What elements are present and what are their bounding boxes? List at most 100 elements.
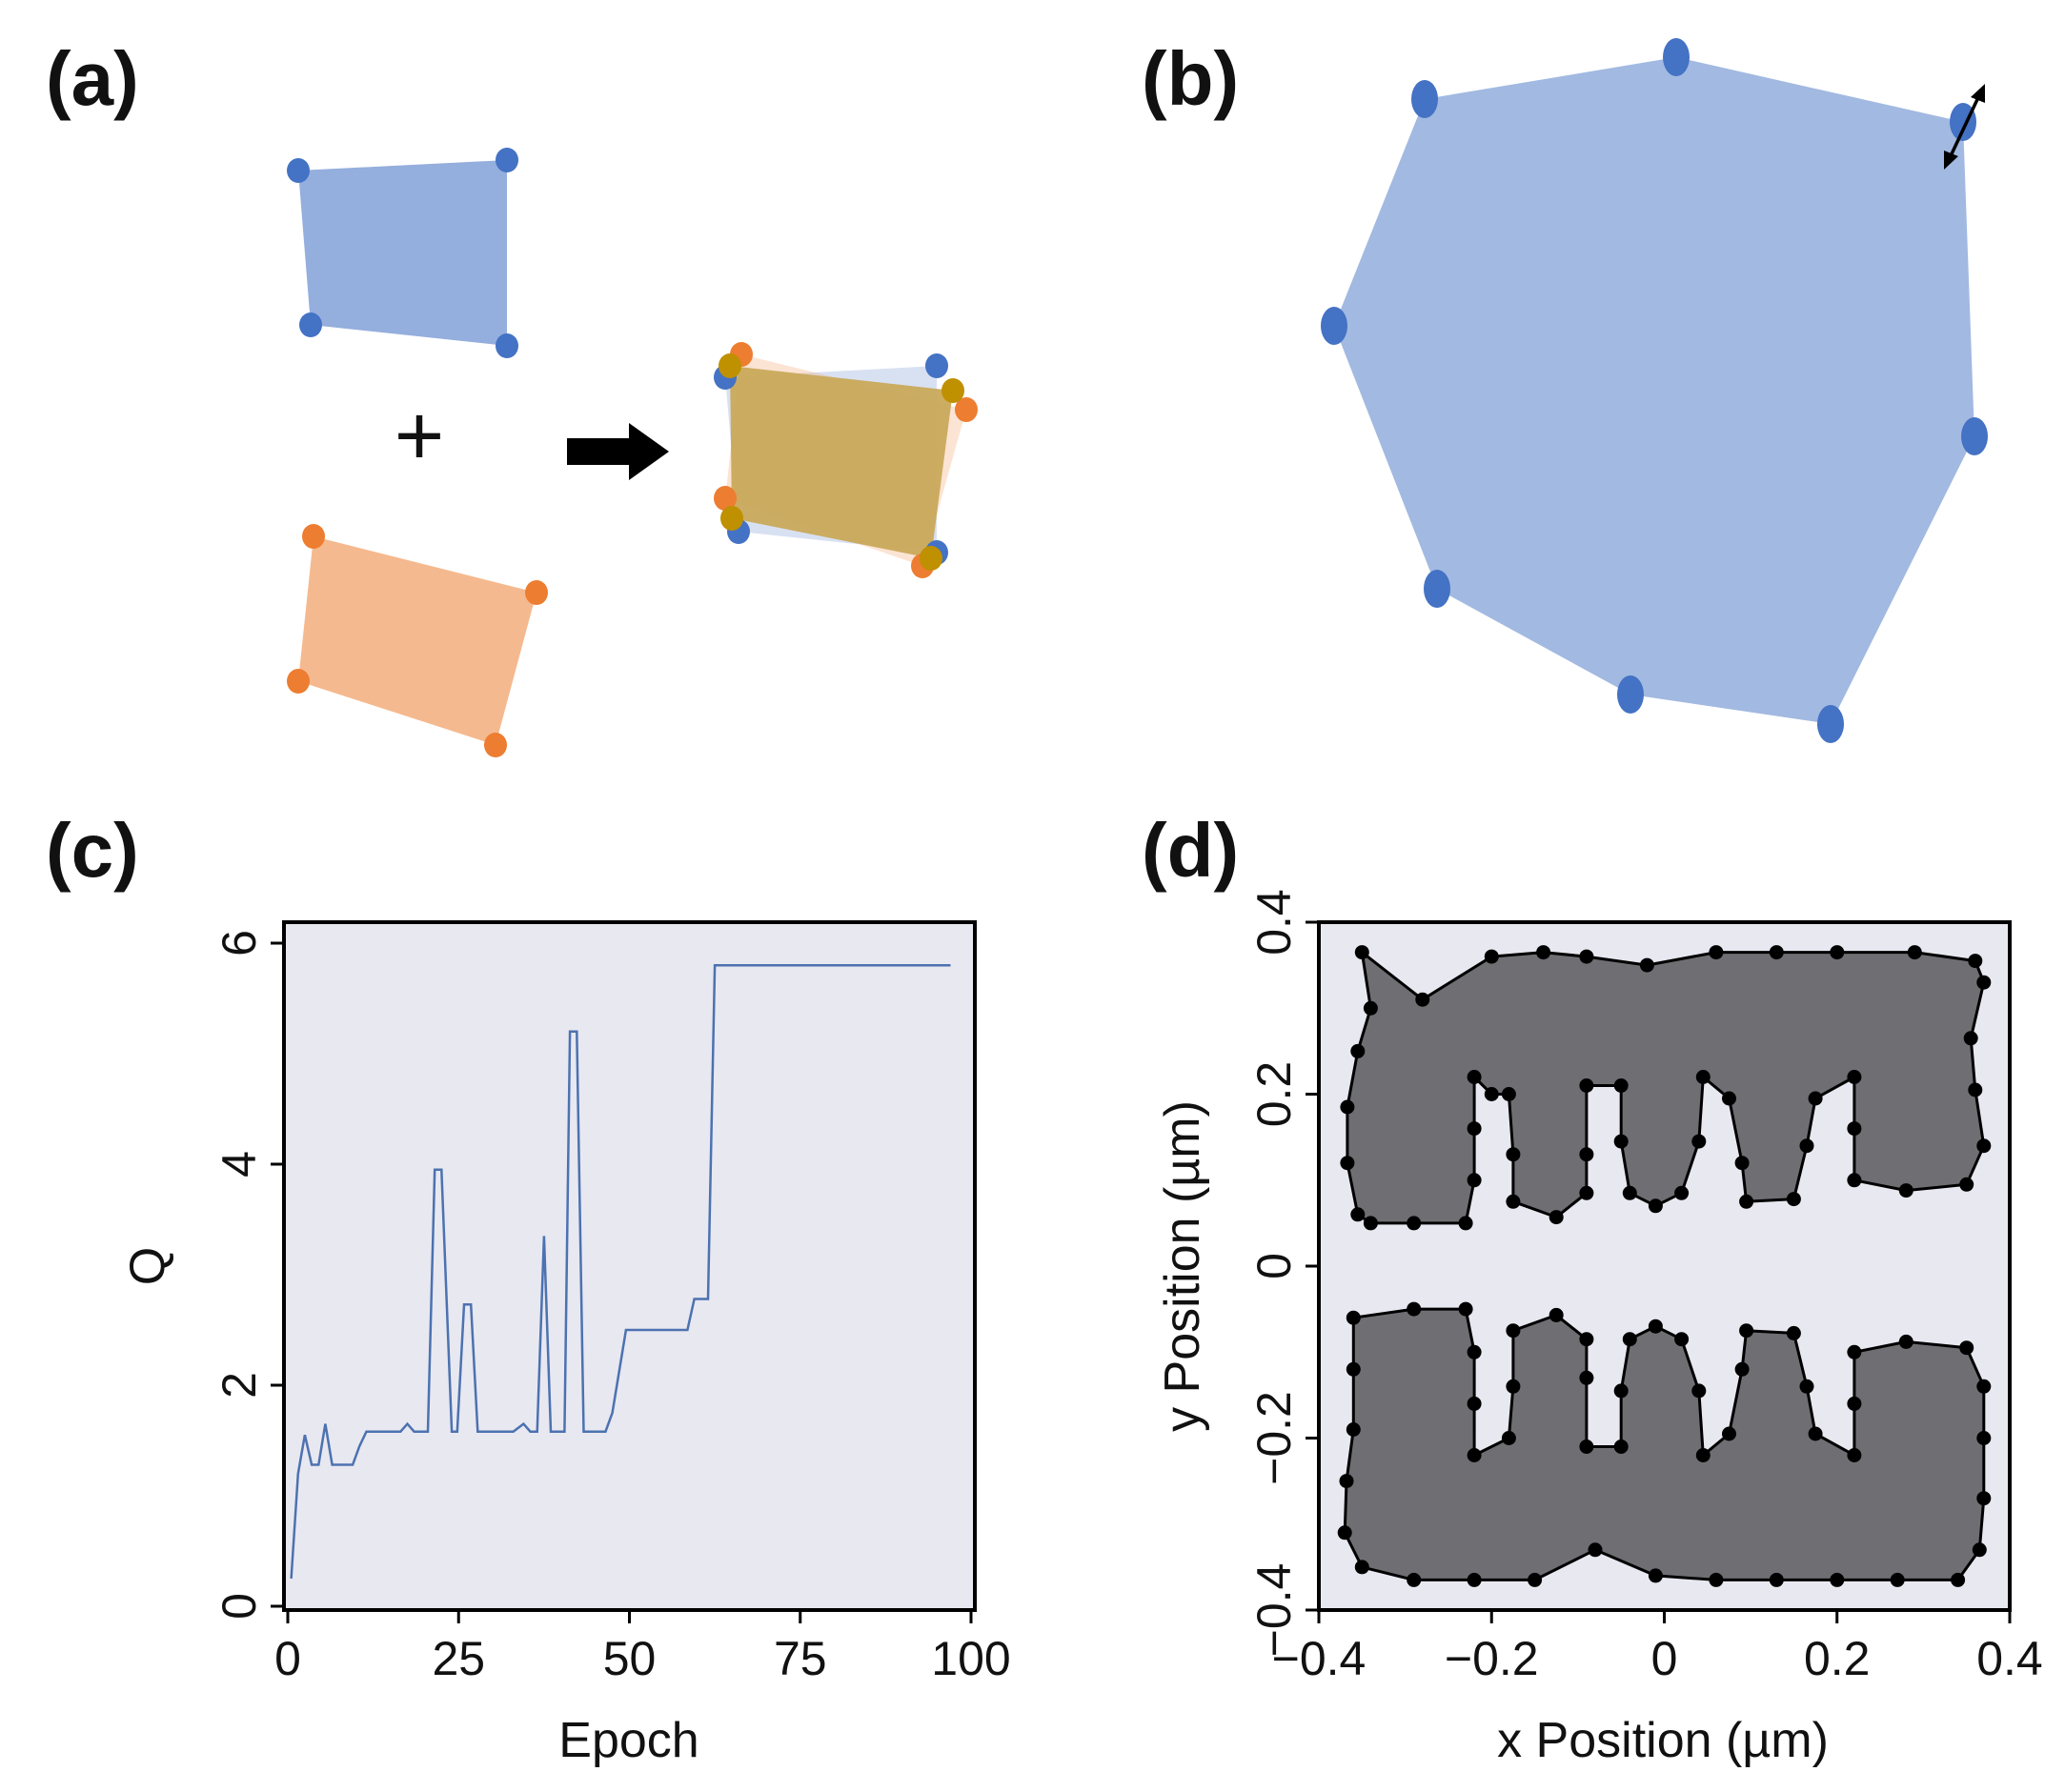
- polygon-vertex-point: [1467, 1344, 1482, 1359]
- polygon-vertex-point: [1354, 945, 1369, 960]
- polygon-vertex-point: [1648, 1319, 1663, 1334]
- blue-vertex: [496, 148, 518, 172]
- polygon-vertex-point: [1579, 1440, 1594, 1454]
- polygon-vertex-point: [1484, 949, 1499, 964]
- polygon-vertex-point: [1407, 1301, 1422, 1317]
- polygon-vertex-point: [1847, 1070, 1862, 1084]
- polygon-vertex: [1617, 675, 1644, 714]
- plot-c-frame: [282, 920, 977, 1612]
- panel-label-d: (d): [1142, 808, 1239, 893]
- polygon-vertex-point: [1799, 1138, 1814, 1154]
- blue-quadrilateral: [298, 160, 507, 346]
- polygon-vertex-point: [1579, 1078, 1594, 1093]
- panel-label-b: (b): [1142, 36, 1239, 121]
- olive-vertex: [941, 378, 964, 403]
- polygon-vertex-point: [1467, 1448, 1482, 1462]
- polygon-vertex-point: [1808, 1426, 1823, 1441]
- polygon-vertex-point: [1769, 945, 1784, 960]
- polygon-vertex-point: [1506, 1194, 1521, 1209]
- merged-olive-quadrilateral: [730, 366, 953, 558]
- orange-quadrilateral: [298, 536, 536, 745]
- polygon-vertex-point: [1467, 1572, 1482, 1587]
- orange-vertex: [714, 486, 737, 511]
- right-arrow-icon: [567, 423, 669, 480]
- orange-vertex: [302, 524, 325, 549]
- plot-d-polygons: [1337, 945, 1992, 1587]
- polygon-vertex-point: [1340, 1156, 1355, 1171]
- panel-label-c: (c): [46, 808, 139, 893]
- polygon-vertex-point: [1579, 1185, 1594, 1200]
- polygon-vertex-point: [1337, 1525, 1352, 1540]
- polygon-vertex-point: [1339, 1474, 1354, 1489]
- y-tick-label: 0: [1247, 1253, 1301, 1279]
- polygon-vertex-point: [1847, 1173, 1862, 1188]
- polygon-vertex-point: [1363, 1000, 1378, 1016]
- polygon-vertex-point: [1976, 975, 1992, 990]
- polygon-vertex: [1424, 570, 1450, 608]
- polygon-vertex-point: [1674, 1185, 1690, 1200]
- polygon-vertex-point: [1648, 1198, 1663, 1214]
- x-tick-label: 0: [1651, 1632, 1678, 1685]
- y-tick-label: 2: [213, 1372, 266, 1399]
- polygon-vertex-point: [1579, 949, 1594, 964]
- polygon-vertex-point: [1579, 1332, 1594, 1347]
- polygon-vertex-point: [1350, 1043, 1366, 1058]
- x-tick-label: −0.2: [1445, 1632, 1539, 1685]
- merged-shapes: [714, 342, 978, 578]
- polygon-vertex-point: [1691, 1134, 1707, 1149]
- x-tick-label: 100: [931, 1632, 1010, 1685]
- polygon-vertex-point: [1786, 1192, 1801, 1207]
- polygon-vertex-point: [1709, 945, 1724, 960]
- polygon-vertex-point: [1613, 1440, 1629, 1454]
- polygon-vertex-point: [1549, 1307, 1564, 1322]
- polygon-vertex-point: [1786, 1325, 1801, 1340]
- blue-vertex: [287, 158, 310, 183]
- blue-vertex: [496, 333, 518, 358]
- polygon-vertex-point: [1350, 1207, 1366, 1222]
- polygon-vertex-point: [1722, 1426, 1736, 1441]
- x-tick-label: 75: [774, 1632, 827, 1685]
- polygon-vertex-point: [1363, 1216, 1378, 1231]
- polygon-vertex-point: [1847, 1121, 1862, 1137]
- polygon-vertex-point: [1898, 1183, 1913, 1198]
- polygon-vertex-point: [1695, 1448, 1711, 1462]
- polygon-vertex-point: [1506, 1379, 1521, 1394]
- polygon-vertex-point: [1588, 1542, 1603, 1558]
- polygon-vertex-point: [1959, 1177, 1974, 1192]
- orange-vertex: [484, 733, 507, 757]
- y-tick-label: −0.2: [1247, 1391, 1301, 1485]
- panel-b: (b): [1142, 36, 1988, 743]
- polygon-vertex-point: [1972, 1542, 1987, 1558]
- polygon-vertex-point: [1467, 1121, 1482, 1137]
- polygon-vertex-point: [1622, 1332, 1637, 1347]
- polygon-vertex-point: [1847, 1344, 1862, 1359]
- polygon-vertex-point: [1354, 1560, 1369, 1575]
- panel-a: (a) +: [46, 36, 978, 757]
- polygon-vertex-point: [1976, 1138, 1992, 1154]
- polygon-vertex-point: [1734, 1156, 1750, 1171]
- gray-polygon-1: [1346, 951, 1986, 1225]
- polygon-vertex-point: [1976, 1431, 1992, 1445]
- polygon-vertex-point: [1830, 1572, 1845, 1587]
- blue-vertex: [299, 312, 322, 337]
- polygon-vertex-point: [1968, 954, 1983, 969]
- blue-vertex-group: [287, 148, 518, 358]
- polygon-vertex-point: [1528, 1572, 1543, 1587]
- polygon-vertex-point: [1415, 992, 1430, 1007]
- polygon-vertex-point: [1501, 1431, 1516, 1445]
- polygon-vertex: [1321, 307, 1347, 345]
- y-axis-label: Q: [120, 1247, 175, 1285]
- y-tick-label: 0.4: [1247, 889, 1301, 956]
- polygon-vertex-point: [1346, 1310, 1361, 1325]
- polygon-vertex-point: [1484, 1087, 1499, 1101]
- polygon-vertex-point: [1501, 1087, 1516, 1101]
- x-tick-label: 50: [603, 1632, 657, 1685]
- polygon-vertex-point: [1799, 1379, 1814, 1394]
- polygon-vertex-point: [1898, 1334, 1913, 1349]
- polygon-vertex-point: [1467, 1173, 1482, 1188]
- polygon-vertex-point: [1579, 1370, 1594, 1385]
- y-tick-label: 0: [213, 1593, 266, 1620]
